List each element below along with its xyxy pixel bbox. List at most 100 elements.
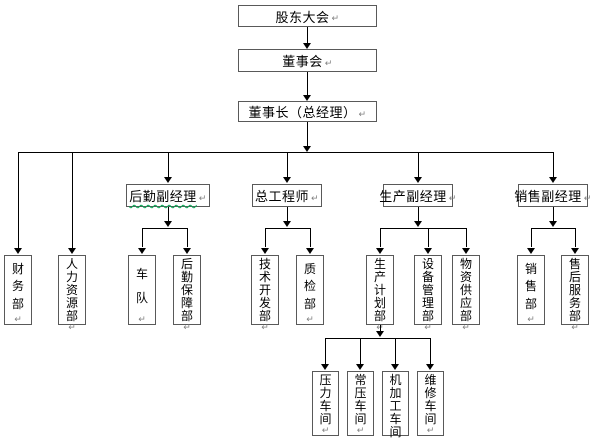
org-box-label: 车队	[135, 267, 148, 305]
org-box-finance-dept: 财务部 ↵	[4, 255, 32, 325]
connector-arrow-down	[414, 221, 422, 227]
org-box-sales-dept: 销售部↵	[517, 255, 545, 325]
connector-line	[168, 207, 169, 221]
connector-line	[18, 152, 554, 153]
paragraph-mark: ↵	[183, 322, 191, 332]
org-box-label: 技术开发部	[258, 257, 271, 323]
org-box-label: 股东大会	[275, 9, 330, 25]
org-box-material-supply-dept: 物资供应部↵	[452, 255, 480, 332]
org-box-label: 销售副经理	[514, 189, 582, 204]
paragraph-mark: ↵	[376, 323, 384, 332]
connector-line	[287, 152, 288, 177]
connector-line	[187, 228, 188, 247]
connector-arrow-down	[261, 248, 269, 254]
org-box-tech-development-dept: 技术开发部↵	[251, 255, 279, 332]
org-box-vehicle-fleet: 车队 ↵	[128, 255, 156, 325]
connector-arrow-down	[376, 248, 384, 254]
org-box-sales-deputy-manager: 销售副经理↵	[514, 184, 591, 207]
connector-arrow-down	[549, 177, 557, 183]
paragraph-mark: ↵	[198, 192, 207, 203]
connector-arrow-down	[426, 364, 434, 370]
org-box-after-sales-service-dept: 售后服务部↵	[561, 255, 589, 332]
connector-arrow-down	[549, 221, 557, 227]
org-box-label: 总工程师	[254, 189, 309, 204]
paragraph-mark: ↵	[138, 314, 146, 324]
paragraph-mark: ↵	[331, 13, 340, 23]
connector-line	[575, 228, 576, 247]
org-box-atmospheric-workshop: 常压车间↵	[347, 371, 374, 436]
paragraph-mark: ↵	[68, 322, 76, 332]
connector-arrow-down	[303, 43, 311, 49]
connector-arrow-down	[391, 364, 399, 370]
org-box-chairman-general-manager: 董事长（总经理）↵	[238, 101, 377, 122]
connector-line	[418, 207, 419, 221]
connector-arrow-down	[306, 248, 314, 254]
paragraph-mark: ↵	[321, 425, 330, 435]
org-box-label: 维修车间	[424, 373, 437, 426]
org-box-pressure-workshop: 压力车间↵	[312, 371, 339, 436]
org-box-shareholders-meeting: 股东大会↵	[238, 5, 377, 27]
paragraph-mark: ↵	[261, 322, 269, 332]
org-box-label: 机加工车间	[389, 373, 402, 438]
connector-arrow-down	[321, 364, 329, 370]
org-box-chief-engineer: 总工程师↵	[252, 184, 322, 207]
org-box-label: 董事长（总经理）	[248, 105, 357, 120]
connector-arrow-down	[303, 95, 311, 101]
org-box-label: 人力资源部	[65, 257, 78, 323]
org-box-logistics-support-dept: 后勤保障部↵	[173, 255, 201, 332]
connector-arrow-down	[68, 248, 76, 254]
paragraph-mark: ↵	[527, 314, 535, 324]
connector-line	[553, 152, 554, 177]
connector-line	[168, 152, 169, 177]
org-box-label: 售后服务部	[568, 257, 581, 323]
paragraph-mark: ↵	[462, 322, 470, 332]
connector-arrow-down	[164, 177, 172, 183]
connector-arrow-down	[138, 248, 146, 254]
org-box-label: 后勤保障部	[180, 257, 193, 323]
connector-line	[395, 338, 396, 364]
org-box-equipment-management-dept: 设备管理部↵	[414, 255, 442, 332]
org-box-label: 财务部	[11, 261, 24, 311]
connector-arrow-down	[571, 248, 579, 254]
connector-line	[380, 228, 466, 229]
org-box-logistics-deputy-manager: 后勤副经理↵	[126, 184, 210, 207]
connector-arrow-down	[414, 177, 422, 183]
paragraph-mark: ↵	[448, 192, 457, 203]
connector-line	[307, 122, 308, 146]
org-box-maintenance-workshop: 维修车间↵	[417, 371, 444, 436]
connector-line	[287, 207, 288, 221]
connector-line	[307, 72, 308, 95]
connector-arrow-down	[424, 248, 432, 254]
connector-line	[380, 228, 381, 247]
connector-line	[531, 228, 575, 229]
org-box-quality-inspection-dept: 质检部↵	[296, 255, 324, 325]
paragraph-mark: ↵	[424, 322, 432, 332]
connector-line	[531, 228, 532, 247]
paragraph-mark: ↵	[14, 314, 22, 324]
paragraph-mark: ↵	[310, 192, 320, 203]
connector-line	[325, 338, 326, 364]
paragraph-mark: ↵	[358, 108, 367, 119]
paragraph-mark: ↵	[356, 425, 365, 435]
connector-line	[18, 152, 19, 248]
org-box-label: 常压车间	[354, 373, 367, 426]
connector-line	[307, 27, 308, 43]
connector-arrow-down	[462, 248, 470, 254]
connector-arrow-down	[356, 364, 364, 370]
org-box-label: 后勤副经理	[129, 189, 197, 204]
connector-arrow-down	[303, 146, 311, 152]
connector-line	[430, 338, 431, 364]
org-box-board-of-directors: 董事会↵	[238, 49, 377, 72]
connector-line	[325, 338, 431, 339]
connector-line	[553, 207, 554, 221]
connector-arrow-down	[164, 221, 172, 227]
connector-line	[418, 152, 419, 177]
org-box-label: 生产计划部	[373, 257, 386, 323]
connector-line	[428, 228, 429, 247]
connector-arrow-down	[183, 248, 191, 254]
connector-arrow-down	[14, 248, 22, 254]
connector-line	[360, 338, 361, 364]
connector-line	[380, 325, 381, 331]
